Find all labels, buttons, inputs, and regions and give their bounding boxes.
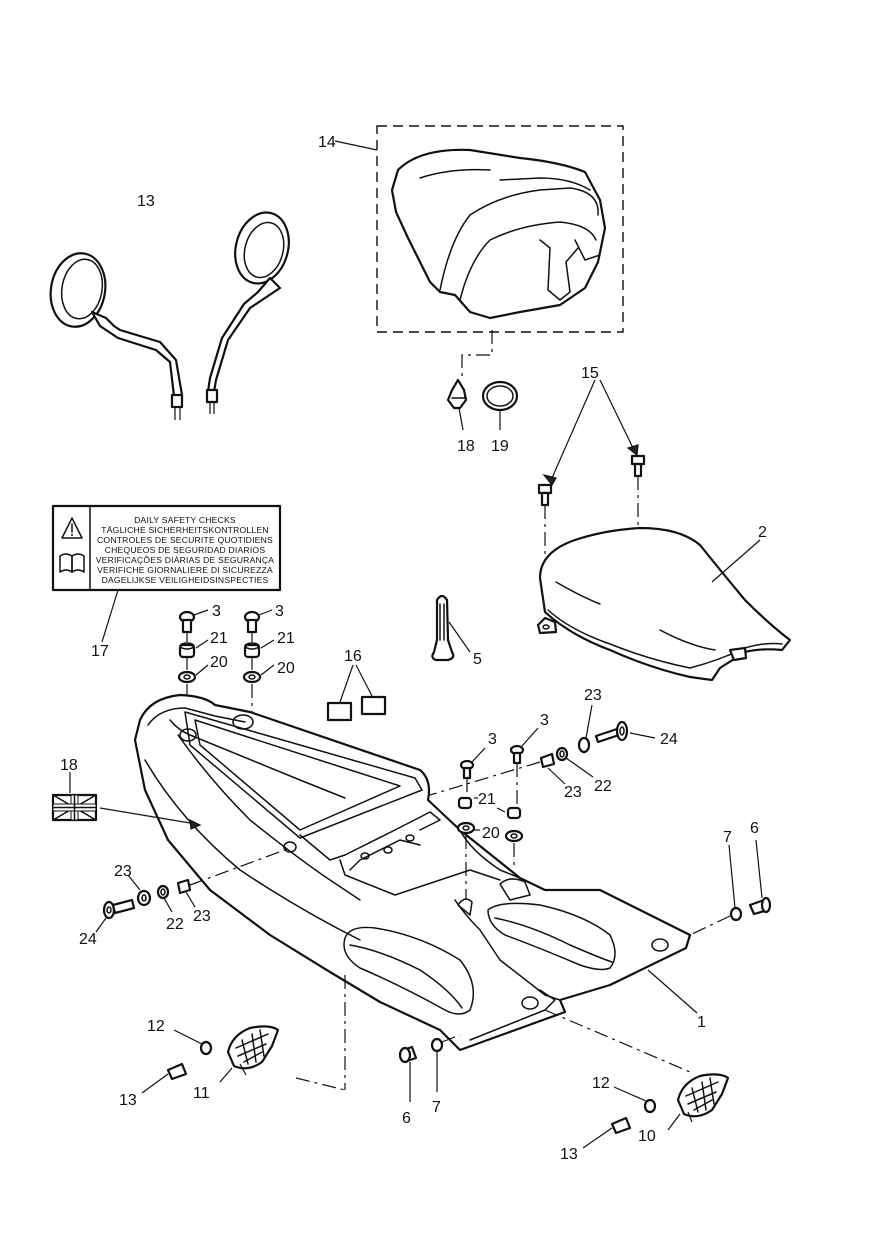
- o-ring: [481, 380, 519, 430]
- callout-1: 1: [697, 1014, 706, 1031]
- cowl-fastener: [446, 378, 468, 431]
- callout-5: 5: [473, 651, 482, 668]
- fastener-stack-left-b: [242, 609, 275, 720]
- callout-25l: 23: [114, 863, 132, 880]
- callout-4b: 3: [275, 603, 284, 620]
- label-line-5: VERIFICAÇÕES DIÁRIAS DE SEGURANÇA: [96, 555, 275, 565]
- callout-10: 10: [638, 1128, 656, 1145]
- indicator-left: [141, 975, 346, 1094]
- safety-checks-label: DAILY SAFETY CHECKS TÄGLICHE SICHERHEITS…: [51, 504, 282, 643]
- callout-21b: 20: [277, 660, 295, 677]
- callout-23l: 22: [166, 916, 184, 933]
- callout-23r: 22: [594, 778, 612, 795]
- callout-4d: 3: [488, 731, 497, 748]
- side-bolt-bottom: [398, 1034, 461, 1102]
- uk-flag-decal: [51, 772, 202, 830]
- callout-6b: 6: [402, 1110, 411, 1127]
- side-bolt-right: [689, 839, 772, 936]
- grab-handle-bolt-left: [95, 847, 291, 933]
- callout-21a: 20: [210, 654, 228, 671]
- callout-19: 18: [457, 438, 475, 455]
- warning-triangle-icon: [61, 517, 83, 539]
- indicator-right: [544, 1009, 730, 1149]
- callout-22c: 21: [478, 791, 496, 808]
- callout-3: 14: [318, 134, 336, 151]
- label-line-6: VERIFICHE GIORNALIERE DI SICUREZZA: [97, 565, 273, 575]
- callout-numbers: 14 13 15 18 19 2 17 3 21 20 3 21 20 16 5…: [60, 134, 767, 1163]
- fastener-stack-left-a: [177, 609, 209, 720]
- callout-22b: 21: [277, 630, 295, 647]
- callout-22a: 21: [210, 630, 228, 647]
- callout-26l: 24: [79, 931, 97, 948]
- rear-body-panel: [133, 693, 698, 1052]
- callout-20: 19: [491, 438, 509, 455]
- grab-handle-bolt-right: [429, 704, 656, 796]
- callout-7r: 7: [723, 829, 732, 846]
- callout-2: 2: [758, 524, 767, 541]
- callout-4a: 3: [212, 603, 221, 620]
- seat-bolts: [537, 379, 646, 560]
- label-line-3: CONTROLES DE SECURITE QUOTIDIENS: [97, 535, 273, 545]
- callout-21c: 20: [482, 825, 500, 842]
- callout-24r: 23: [564, 784, 582, 801]
- callout-16: 16: [344, 648, 362, 665]
- label-line-1: DAILY SAFETY CHECKS: [134, 515, 236, 525]
- mirror-pair: [49, 211, 290, 420]
- callout-11: 11: [193, 1085, 210, 1102]
- callout-6r: 6: [750, 820, 759, 837]
- callout-17: 17: [91, 643, 109, 660]
- callout-14: 13: [137, 193, 155, 210]
- cable-tie: [431, 594, 471, 662]
- callout-13r: 13: [560, 1146, 578, 1163]
- callout-4c: 3: [540, 712, 549, 729]
- callout-7b: 7: [432, 1099, 441, 1116]
- label-line-4: CHEQUEOS DE SEGURIDAD DIARIOS: [105, 545, 266, 555]
- callout-18: 18: [60, 757, 78, 774]
- label-line-7: DAGELIJKSE VEILIGHEIDSINSPECTIES: [102, 575, 269, 585]
- callout-24l: 23: [193, 908, 211, 925]
- rider-seat: [536, 526, 792, 682]
- callout-12r: 12: [592, 1075, 610, 1092]
- seat-cowl-assembly: [334, 125, 624, 333]
- label-line-2: TÄGLICHE SICHERHEITSKONTROLLEN: [101, 525, 268, 535]
- callout-26r: 24: [660, 731, 678, 748]
- callout-15: 15: [581, 365, 599, 382]
- manual-book-icon: [59, 553, 85, 573]
- fastener-pair-center: [456, 727, 539, 900]
- callout-25r: 23: [584, 687, 602, 704]
- callout-12l: 12: [147, 1018, 165, 1035]
- callout-13l: 13: [119, 1092, 137, 1109]
- small-labels: [326, 664, 387, 722]
